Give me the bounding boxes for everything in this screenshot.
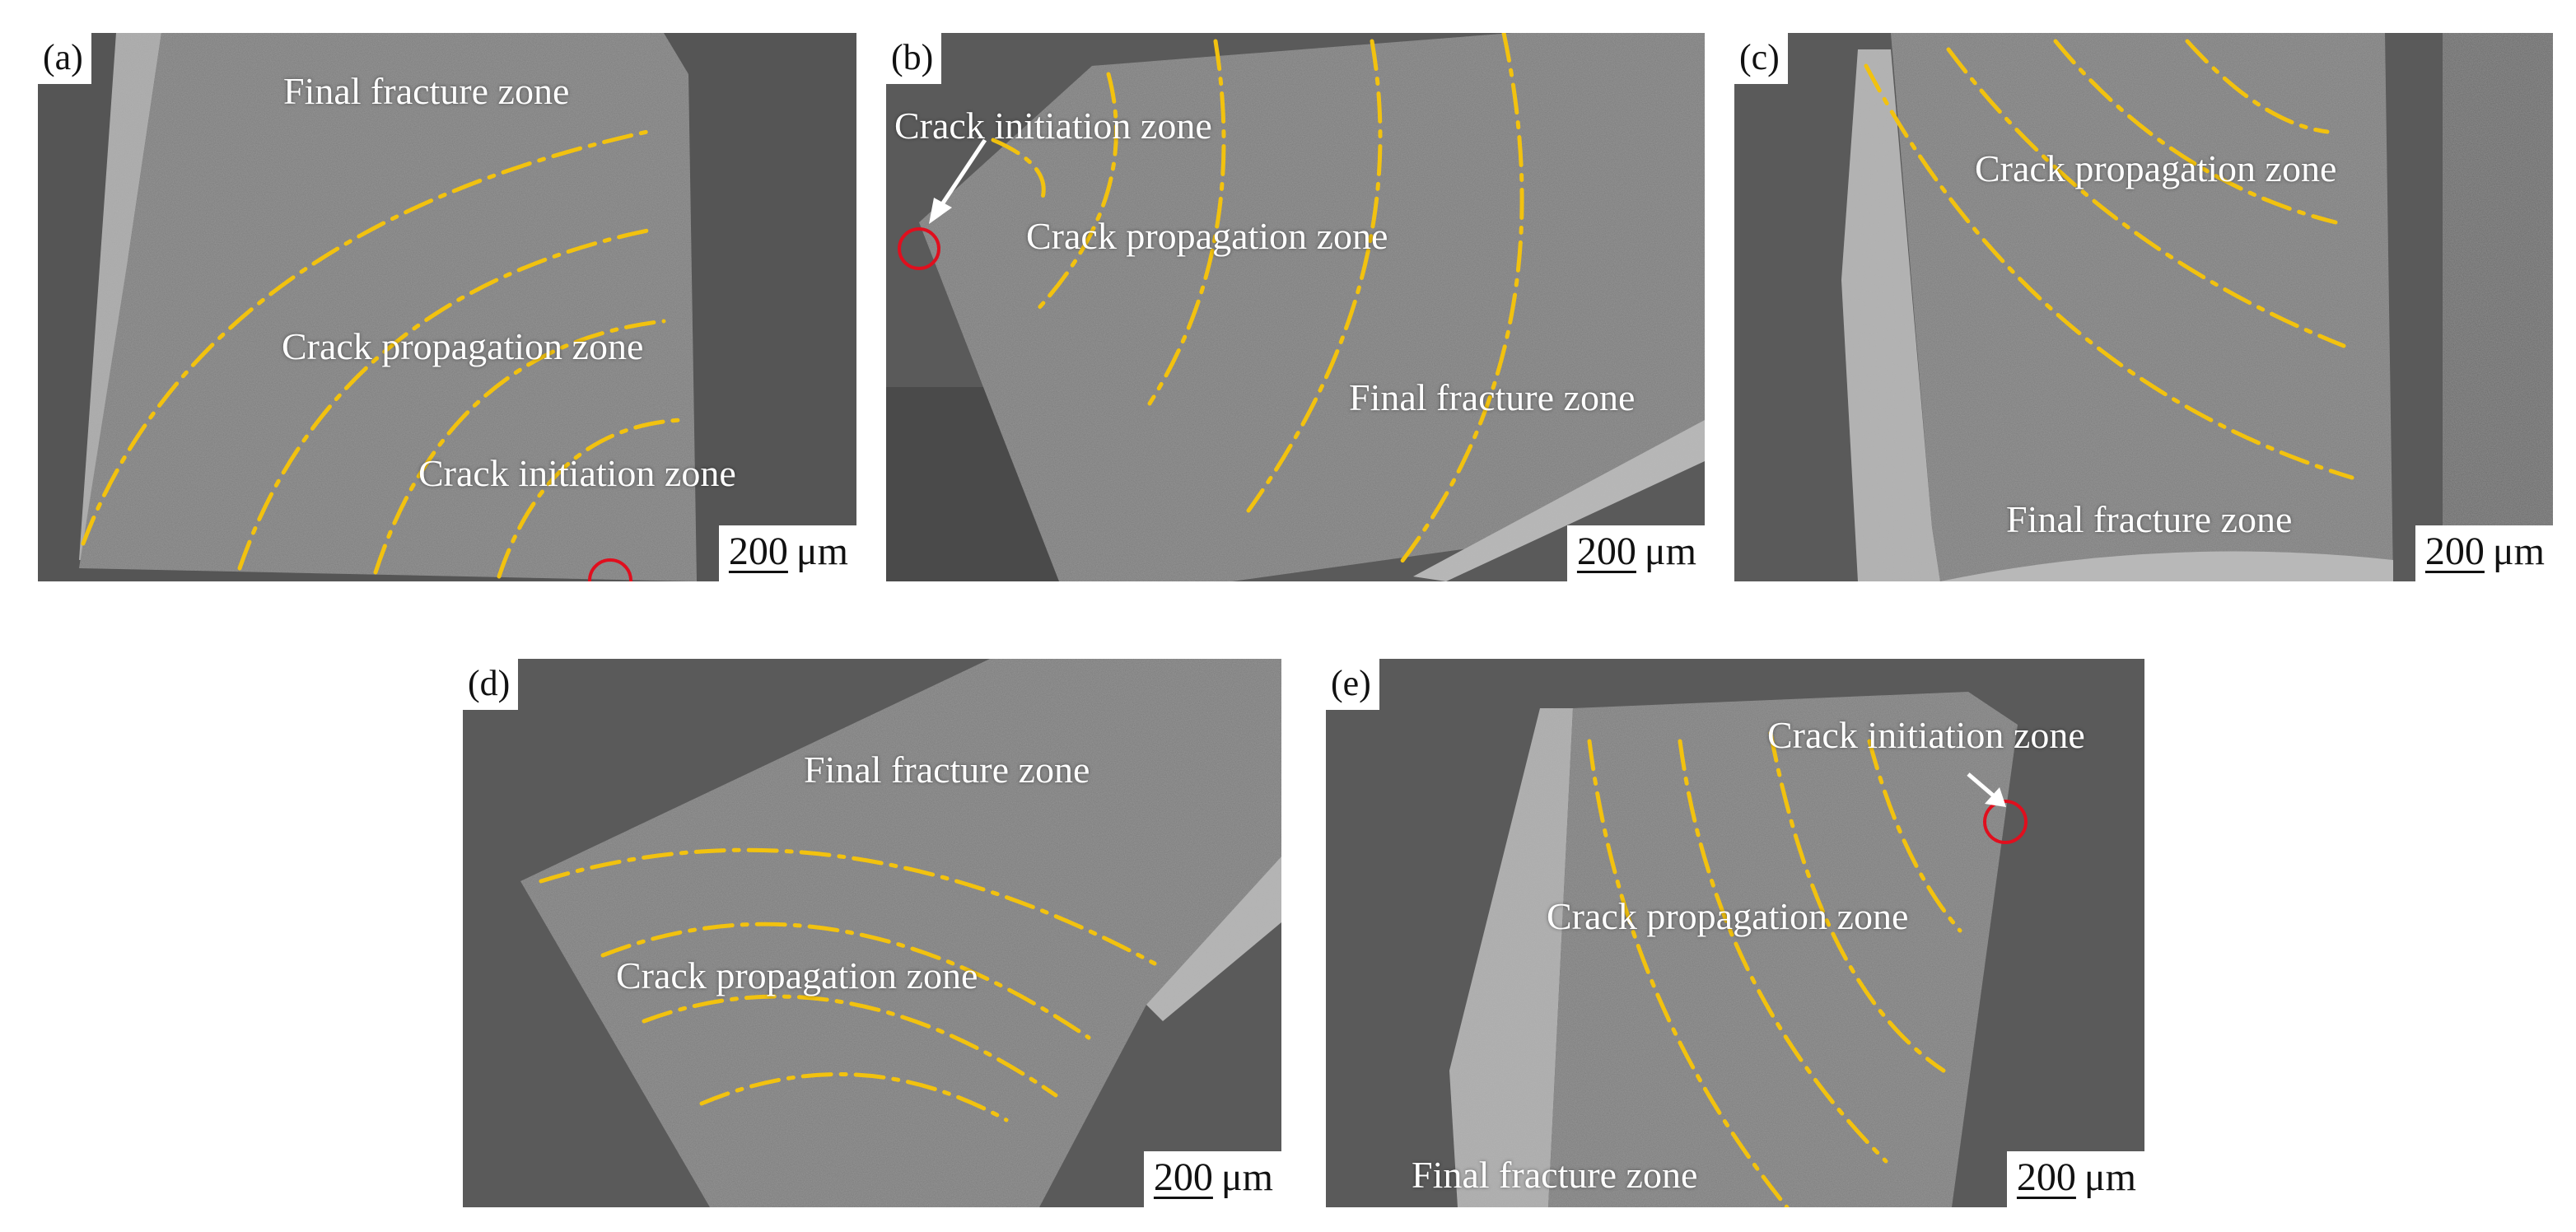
- boundary-line: [1032, 72, 1118, 315]
- panel-a-micrograph: [38, 33, 856, 581]
- initiation-marker: [588, 558, 632, 581]
- zone-label-crack-propagation: Crack propagation zone: [282, 325, 644, 367]
- boundary-line: [81, 129, 650, 546]
- specimen-side-wall: [1449, 708, 1573, 1207]
- boundary-line: [2053, 39, 2338, 225]
- panel-b: (b) Crack initiation zone Crack propagat…: [886, 33, 1705, 581]
- panel-label: (b): [886, 33, 942, 84]
- boundary-line: [1867, 739, 1962, 933]
- boundary-line: [1587, 739, 1790, 1207]
- zone-label-crack-propagation: Crack propagation zone: [1975, 147, 2337, 189]
- scale-bar-value: 200: [2016, 1155, 2076, 1199]
- panel-c-micrograph: [1734, 33, 2553, 581]
- initiation-arrow: [1967, 772, 1999, 800]
- boundary-line: [2185, 39, 2330, 134]
- boundary-line: [1946, 47, 2346, 348]
- boundary-line: [497, 418, 683, 579]
- boundary-line: [642, 994, 1058, 1098]
- panel-e: (e) Crack initiation zone Crack propagat…: [1326, 659, 2144, 1207]
- boundary-line: [237, 228, 650, 571]
- scale-bar-value: 200: [2424, 530, 2485, 573]
- boundary-line: [373, 319, 666, 575]
- boundary-line: [991, 138, 1046, 200]
- zone-label-final-fracture: Final fracture zone: [1349, 376, 1636, 418]
- scale-bar-value: 200: [1576, 530, 1636, 573]
- scale-bar-unit: μm: [1220, 1155, 1273, 1199]
- panel-label: (d): [463, 659, 519, 710]
- panel-d: (d) Final fracture zone Crack propagatio…: [463, 659, 1281, 1207]
- zone-label-crack-initiation: Crack initiation zone: [1767, 714, 2085, 756]
- panel-label: (c): [1734, 33, 1788, 84]
- fracture-surface: [1548, 692, 2018, 1207]
- initiation-arrow: [933, 138, 987, 216]
- scale-bar-unit: μm: [796, 530, 848, 573]
- zone-label-final-fracture: Final fracture zone: [283, 70, 570, 112]
- boundary-line: [1864, 63, 2354, 480]
- scale-bar-unit: μm: [2492, 530, 2545, 573]
- initiation-marker: [1983, 800, 2028, 844]
- fracture-surface: [79, 33, 697, 581]
- initiation-marker: [898, 227, 940, 270]
- scale-bar-unit: μm: [1644, 530, 1696, 573]
- panel-d-micrograph: [463, 659, 1281, 1207]
- specimen-side-wall: [79, 33, 161, 560]
- boundary-line: [600, 922, 1091, 1040]
- specimen-side-wall: [1146, 856, 1281, 1021]
- zone-label-crack-propagation: Crack propagation zone: [1026, 215, 1388, 257]
- scale-bar-value: 200: [1153, 1155, 1213, 1199]
- boundary-line: [1147, 39, 1226, 406]
- panel-e-micrograph: [1326, 659, 2144, 1207]
- initiation-arrowhead: [929, 198, 952, 224]
- zone-label-final-fracture: Final fracture zone: [2006, 498, 2293, 540]
- panel-a: (a) Final fracture zone Crack propagatio…: [38, 33, 856, 581]
- panel-c: (c) Crack propagation zone Final fractur…: [1734, 33, 2553, 581]
- panel-b-micrograph: [886, 33, 1705, 581]
- fracture-surface: [520, 659, 1281, 1207]
- boundary-line: [539, 847, 1157, 966]
- specimen-side-wall: [1413, 420, 1705, 581]
- boundary-line: [1678, 739, 1888, 1164]
- scale-bar-value: 200: [728, 530, 788, 573]
- fracture-surface: [919, 33, 1705, 581]
- zone-label-final-fracture: Final fracture zone: [1412, 1154, 1698, 1196]
- boundary-line: [1246, 39, 1383, 513]
- boundary-line: [1768, 730, 1946, 1073]
- zone-label-crack-propagation: Crack propagation zone: [616, 954, 978, 996]
- zone-label-crack-initiation: Crack initiation zone: [418, 452, 736, 494]
- zone-label-crack-initiation: Crack initiation zone: [894, 105, 1212, 147]
- zone-label-crack-propagation: Crack propagation zone: [1547, 895, 1909, 937]
- initiation-arrowhead: [1985, 787, 2006, 807]
- boundary-line: [699, 1071, 1009, 1122]
- scale-bar-unit: μm: [2084, 1155, 2136, 1199]
- boundary-line: [1394, 33, 1524, 571]
- panel-label: (e): [1326, 659, 1379, 710]
- zone-label-final-fracture: Final fracture zone: [804, 749, 1090, 791]
- panel-label: (a): [38, 33, 91, 84]
- specimen-side-wall: [1841, 49, 1940, 581]
- fracture-surface: [1891, 33, 2393, 581]
